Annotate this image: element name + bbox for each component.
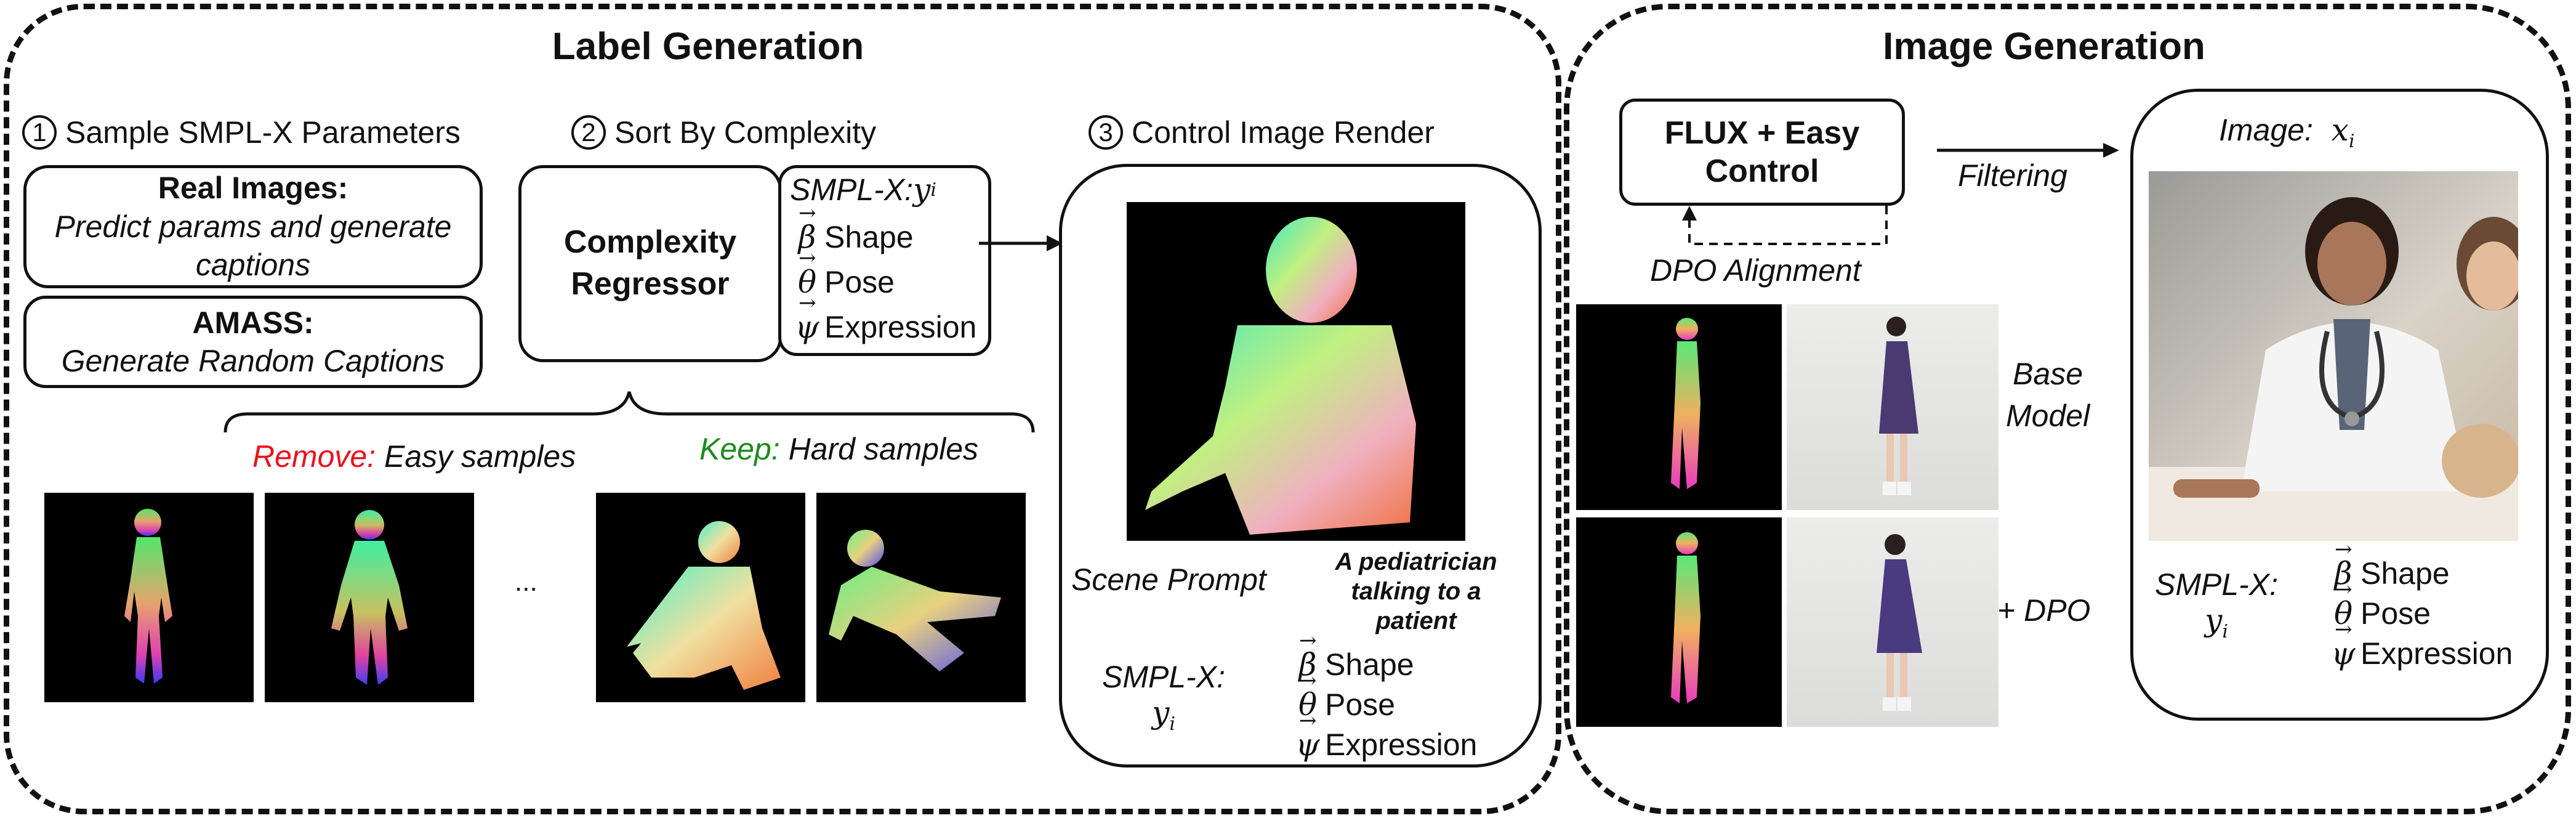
step2-label: Sort By Complexity (614, 115, 877, 150)
flux-line2: Control (1705, 153, 1819, 189)
base-model-photo (1787, 304, 1998, 510)
step1-label: Sample SMPL-X Parameters (65, 115, 461, 150)
complexity-regressor-box: Complexity Regressor (518, 165, 782, 362)
smplx-sub: i (930, 179, 936, 201)
keep-text: Hard samples (788, 432, 979, 466)
arrow-params-to-render (979, 235, 1063, 251)
dpo-feedback-arrow (1682, 206, 1888, 245)
smplx-expression: Expression (824, 310, 977, 344)
standing-body-render (1671, 532, 1701, 703)
label-generation-title: Label Generation (552, 25, 864, 68)
step3-heading: 3 Control Image Render (1089, 115, 1435, 150)
dpo-photo (1787, 517, 1998, 727)
regressor-line2: Regressor (571, 266, 730, 302)
output-pose: Pose (2361, 596, 2431, 631)
scene-prompt-label: Scene Prompt (1071, 562, 1266, 597)
output-expression: Expression (2361, 636, 2513, 671)
standing-body-render (124, 509, 172, 684)
arrow-filtering (1937, 143, 2119, 158)
dpo-control-render (1576, 517, 1782, 727)
base-model-line1: Base (2013, 357, 2083, 391)
smplx-pose: Pose (824, 265, 895, 299)
smplx-var: y (913, 172, 931, 208)
standing-body-render (1671, 318, 1701, 489)
regressor-line1: Complexity (563, 224, 737, 261)
output-smplx-label: SMPL-X: yi (2149, 567, 2284, 642)
amass-box: AMASS: Generate Random Captions (23, 296, 483, 388)
psi-symbol: ψ (1290, 710, 1325, 762)
amass-heading: AMASS: (192, 305, 314, 340)
base-model-label: Base Model (2006, 354, 2090, 437)
step1-heading: 1 Sample SMPL-X Parameters (22, 115, 461, 150)
generated-pediatrician-photo (2149, 171, 2518, 541)
output-image-sub: i (2348, 131, 2355, 152)
render-smplx-sub: i (1169, 713, 1175, 735)
keep-label: Keep: (699, 432, 780, 466)
plus-dpo-label: + DPO (1997, 593, 2091, 628)
hard-sample-thumbnail-2 (816, 493, 1026, 702)
real-images-box: Real Images: Predict params and generate… (23, 165, 483, 288)
step3-number: 3 (1089, 115, 1123, 150)
flux-easy-control-box: FLUX + Easy Control (1619, 99, 1905, 206)
step2-number: 2 (571, 115, 606, 150)
ellipsis: ... (515, 567, 537, 597)
filtering-label: Filtering (1958, 158, 2067, 193)
standing-body-render (331, 510, 408, 685)
output-image-var: x (2331, 112, 2349, 148)
woman-in-purple-dress-photo (1879, 317, 1918, 495)
psi-symbol: ψ (790, 292, 824, 344)
amass-body: Generate Random Captions (61, 344, 445, 378)
flux-line1: FLUX + Easy (1664, 115, 1860, 151)
step1-number: 1 (22, 115, 57, 150)
output-shape: Shape (2361, 556, 2450, 591)
dpo-alignment-label: DPO Alignment (1650, 253, 1861, 288)
woman-in-purple-dress-photo (1877, 534, 1922, 711)
easy-sample-thumbnail-2 (265, 493, 474, 702)
scene-prompt-text: A pediatrician talking to a patient (1335, 548, 1497, 634)
remove-caption: Remove: Easy samples (252, 439, 576, 474)
render-shape: Shape (1325, 647, 1414, 682)
real-images-heading: Real Images: (158, 171, 348, 206)
real-images-body: Predict params and generate captions (54, 209, 452, 283)
render-smplx-var: y (1152, 695, 1170, 731)
render-expression: Expression (1325, 727, 1478, 762)
selection-brace (223, 391, 1035, 433)
image-generation-title: Image Generation (1883, 25, 2205, 68)
step3-label: Control Image Render (1132, 115, 1435, 150)
step2-heading: 2 Sort By Complexity (571, 115, 876, 150)
hard-sample-thumbnail-1 (596, 493, 805, 702)
output-smplx-var: y (2205, 602, 2223, 638)
crouching-body-render (829, 530, 1001, 671)
render-smplx-title: SMPL-X: (1101, 660, 1226, 694)
body-normal-map-render (1145, 217, 1416, 535)
psi-symbol: ψ (2326, 618, 2361, 671)
remove-label: Remove: (252, 439, 376, 474)
output-image-title: Image: (2219, 113, 2313, 147)
output-image-label: Image: xi (2219, 112, 2355, 152)
render-pose: Pose (1325, 687, 1395, 722)
control-render-image (1127, 202, 1465, 541)
remove-text: Easy samples (384, 439, 576, 474)
smplx-shape: Shape (824, 220, 914, 254)
doctor-with-child-photo (2149, 197, 2518, 541)
label-generation-panel (4, 4, 1561, 814)
keep-caption: Keep: Hard samples (699, 431, 978, 467)
sitting-body-render (627, 521, 781, 690)
easy-sample-thumbnail-1 (44, 493, 254, 702)
output-smplx-sub: i (2222, 621, 2228, 642)
output-smplx-title: SMPL-X: (2154, 567, 2279, 602)
base-model-line2: Model (2006, 398, 2090, 433)
image-generation-panel (1564, 4, 2571, 814)
base-model-control-render (1576, 304, 1782, 510)
render-smplx-label: SMPL-X: yi (1096, 659, 1231, 735)
